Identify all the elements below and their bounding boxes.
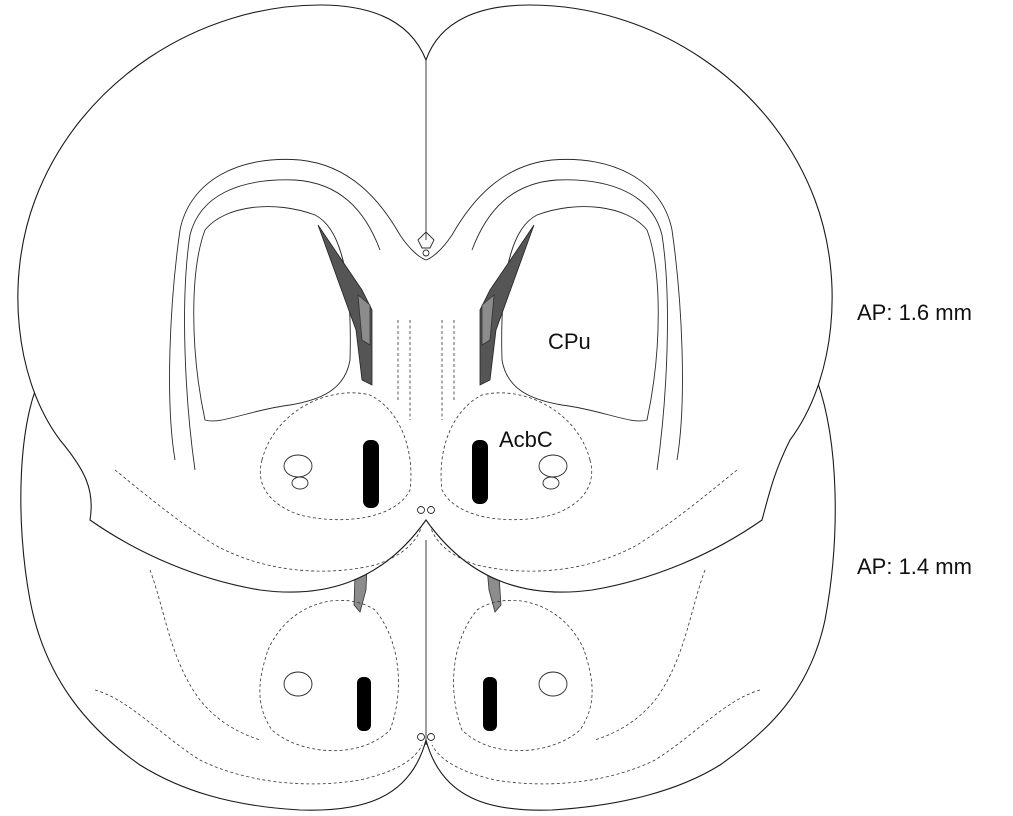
region-label-cpu: CPu [548, 329, 591, 354]
lower-left-lesion [357, 677, 371, 731]
lower-right-lesion [483, 677, 497, 731]
region-label-acbc: AcbC [499, 427, 553, 452]
level-label-ap-1-4: AP: 1.4 mm [857, 554, 972, 579]
upper-left-lesion [363, 440, 379, 508]
upper-section-outline [18, 5, 832, 592]
upper-right-lesion [472, 440, 488, 504]
level-label-ap-1-6: AP: 1.6 mm [857, 300, 972, 325]
